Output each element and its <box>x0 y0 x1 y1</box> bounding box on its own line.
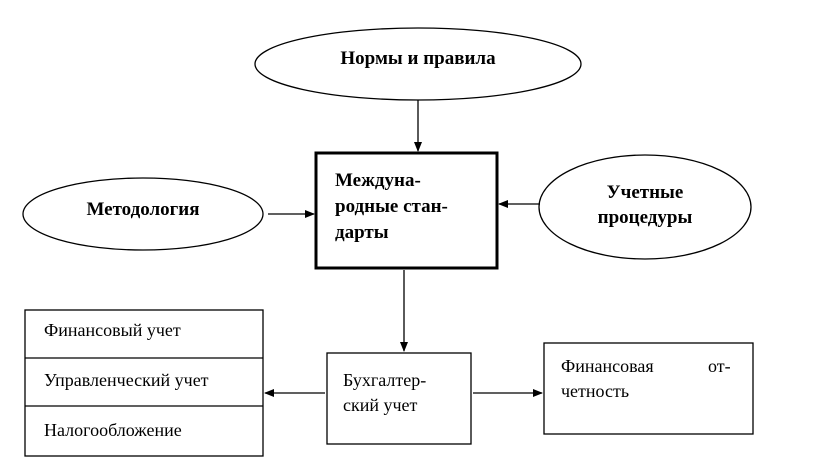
standards-line-3: дарты <box>335 222 389 243</box>
standards-line-1: Междуна- <box>335 170 421 191</box>
standards-box <box>314 151 499 270</box>
methodology-ellipse <box>22 177 264 251</box>
left-list-item-1: Финансовый учет <box>44 320 181 340</box>
procedures-label: Учетные процедуры <box>560 180 730 230</box>
left-list-item-3: Налогообложение <box>44 420 182 440</box>
reporting-label-1: Финансовая <box>561 356 654 376</box>
accounting-line-2: ский учет <box>343 395 418 415</box>
left-list-box <box>24 309 264 457</box>
standards-line-2: родные стан- <box>335 196 448 217</box>
norms-label: Нормы и правила <box>340 48 496 69</box>
accounting-line-1: Бухгалтер- <box>343 370 427 390</box>
left-list-item-2: Управленческий учет <box>44 370 209 390</box>
accounting-box <box>326 352 472 445</box>
reporting-label-3: четность <box>561 381 630 401</box>
procedures-ellipse <box>538 154 752 260</box>
methodology-label: Методология <box>86 199 200 220</box>
accounting-label: Бухгалтер- ский учет <box>343 368 463 418</box>
procedures-line-1: Учетные <box>606 182 684 203</box>
standards-label: Междуна- родные стан- дарты <box>335 168 482 246</box>
reporting-label-2: от- <box>708 356 731 376</box>
reporting-box <box>543 342 754 435</box>
procedures-line-2: процедуры <box>597 207 693 228</box>
